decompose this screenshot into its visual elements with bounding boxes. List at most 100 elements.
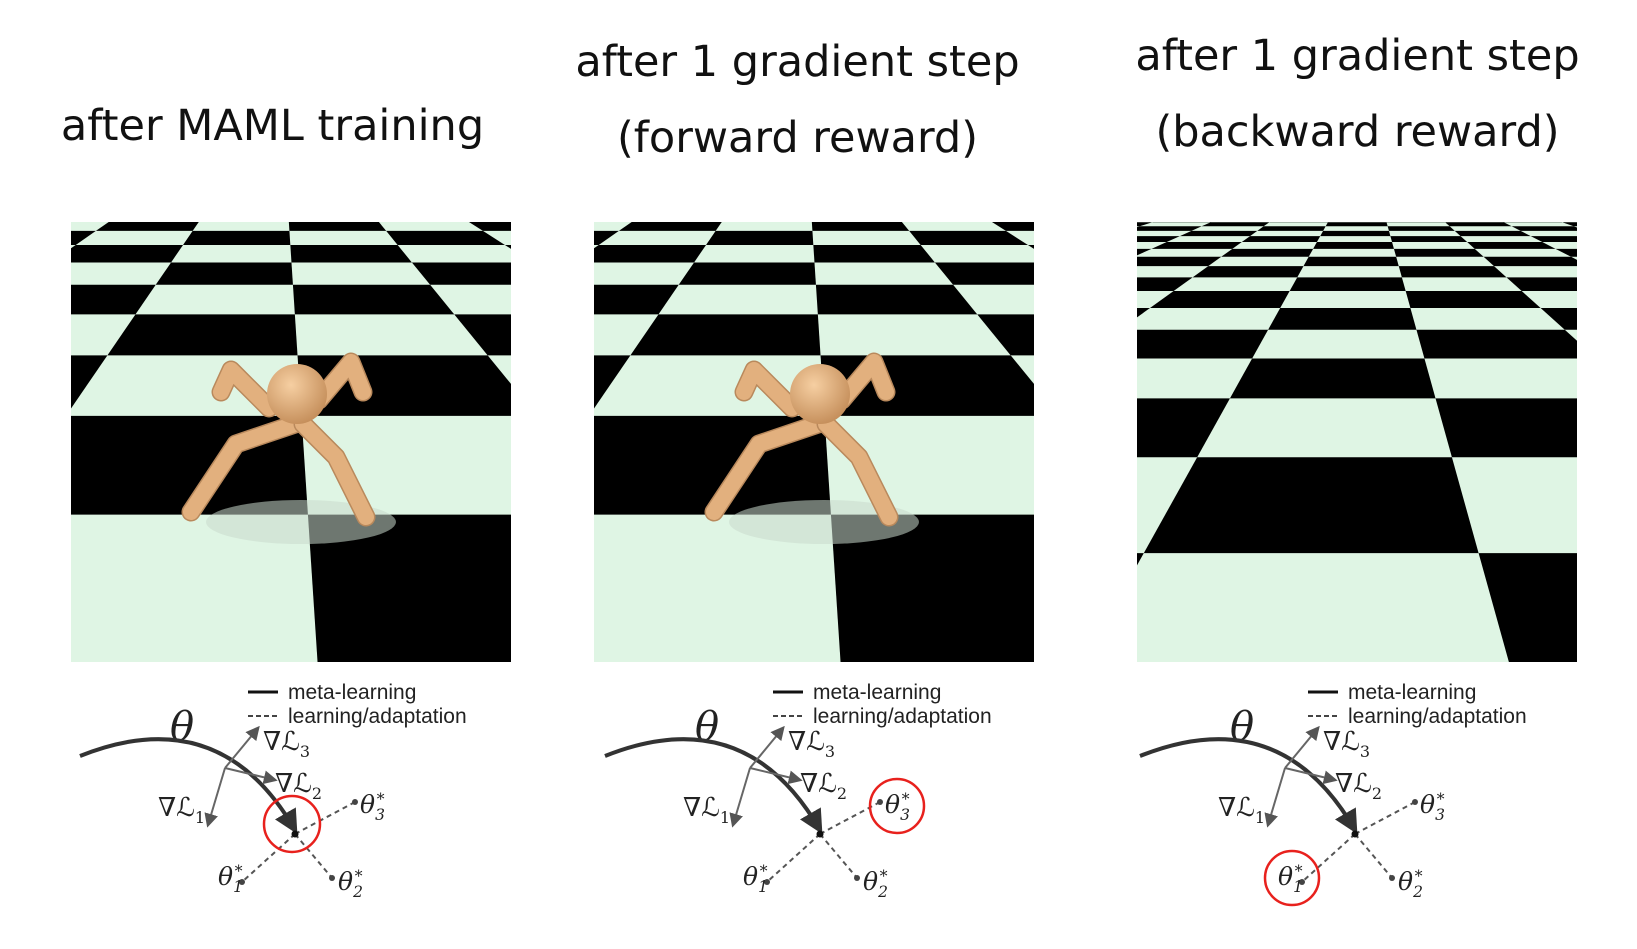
adapt-theta1 (241, 833, 296, 883)
checkerboard-floor (71, 222, 511, 662)
checker-tile (1511, 226, 1577, 231)
theta3-star-label: θ3* (360, 790, 385, 824)
grad2-arrow (224, 767, 278, 785)
checker-tile (1137, 308, 1150, 318)
checker-tile (155, 262, 293, 285)
checker-tile (454, 314, 511, 356)
checker-tile (1241, 236, 1321, 242)
checker-tile (95, 222, 199, 231)
checker-tile (811, 222, 910, 231)
checker-tile (71, 355, 108, 409)
checker-tile (1393, 248, 1484, 257)
checker-tile (815, 284, 978, 315)
grad3-label: ∇ℒ3 (263, 727, 310, 761)
panel-title: after 1 gradient step (forward reward) (525, 24, 1070, 176)
maml-diagram-svg: meta-learninglearning/adaptationθ∇ℒ3∇ℒ2∇… (604, 681, 992, 901)
checker-tile (71, 230, 96, 245)
adapt-theta1 (1301, 833, 1356, 883)
panel-title: after MAML training (0, 88, 545, 164)
checker-tile (1454, 230, 1531, 237)
legend-meta-learning: meta-learning (288, 681, 416, 704)
legend-adaptation: learning/adaptation (288, 705, 467, 728)
checker-tile (1325, 222, 1388, 227)
checker-tile (594, 230, 619, 245)
panel-title-line: (backward reward) (1155, 107, 1560, 157)
checker-tile (934, 262, 1034, 285)
panel-title: after 1 gradient step (backward reward) (1085, 18, 1630, 170)
adapt-theta2 (294, 833, 333, 879)
checker-tile (1137, 222, 1153, 227)
checker-tile (1221, 248, 1314, 257)
checker-tile (678, 262, 816, 285)
grad1-arrow (729, 767, 751, 828)
checker-tile (594, 244, 707, 263)
grad1-arrow (204, 767, 226, 828)
grad1-label: ∇ℒ1 (158, 793, 205, 827)
theta2-star-label: θ2* (1398, 867, 1423, 901)
theta-point (291, 830, 299, 838)
grad2-label: ∇ℒ2 (1335, 769, 1382, 803)
grad2-label: ∇ℒ2 (800, 769, 847, 803)
checker-tile (1179, 230, 1258, 237)
grad3-arrow (1284, 725, 1320, 769)
checker-tile (71, 284, 156, 315)
adapt-theta2 (819, 833, 858, 879)
highlight-circle (868, 777, 926, 835)
legend-meta-learning: meta-learning (813, 681, 941, 704)
checker-tile (288, 222, 387, 231)
checker-tile (1467, 242, 1556, 249)
legend-adaptation: learning/adaptation (1348, 705, 1527, 728)
checker-tile (1137, 226, 1202, 231)
grad1-arrow (1264, 767, 1286, 828)
checker-tile (1192, 266, 1304, 278)
checker-tile (991, 222, 1034, 231)
adapt-theta3 (294, 801, 356, 835)
panel-title-line: (forward reward) (616, 113, 978, 163)
checker-tile (1387, 226, 1455, 231)
meta-learning-path (79, 737, 298, 835)
checker-tile (1435, 398, 1577, 458)
simulation-view (1137, 222, 1577, 662)
checker-tile (1540, 308, 1577, 330)
theta-point (1351, 830, 1359, 838)
theta1-star-label: θ1* (1278, 862, 1303, 896)
theta1-star-label: θ1* (743, 862, 768, 896)
checker-tile (504, 244, 511, 249)
theta3-star-label: θ3* (1420, 790, 1445, 824)
meta-learning-path (1139, 737, 1358, 835)
checker-tile (1555, 248, 1577, 257)
panel-forward-reward: after 1 gradient step (forward reward) m… (525, 0, 1070, 949)
checker-tile (1137, 236, 1180, 242)
checker-tile (1289, 277, 1406, 292)
checker-tile (1506, 277, 1577, 292)
simulation-view (594, 222, 1034, 662)
checkerboard-floor (1137, 222, 1577, 662)
checker-tile (1143, 457, 1479, 554)
checker-tile (386, 230, 505, 245)
checker-tile (292, 284, 455, 315)
panel-title-line: after 1 gradient step (1135, 31, 1580, 81)
grad2-arrow (749, 767, 803, 785)
checker-tile (909, 230, 1028, 245)
panel-title-line: after 1 gradient step (575, 37, 1020, 87)
grad3-label: ∇ℒ3 (788, 727, 835, 761)
checker-tile (468, 222, 511, 231)
panel-backward-reward: after 1 gradient step (backward reward) … (1085, 0, 1630, 949)
checker-tile (1268, 308, 1417, 330)
checker-tile (71, 244, 184, 263)
robot-torso (267, 364, 327, 424)
checker-tile (1313, 242, 1394, 249)
grad1-label: ∇ℒ1 (683, 793, 730, 827)
checker-tile (1137, 256, 1222, 267)
meta-learning-path (604, 737, 823, 835)
maml-diagram-svg: meta-learninglearning/adaptationθ∇ℒ3∇ℒ2∇… (1139, 681, 1527, 907)
legend-adaptation: learning/adaptation (813, 705, 992, 728)
checker-tile (1445, 222, 1512, 227)
theta-point (816, 830, 824, 838)
checker-tile (1229, 358, 1436, 399)
checker-tile (307, 514, 511, 662)
